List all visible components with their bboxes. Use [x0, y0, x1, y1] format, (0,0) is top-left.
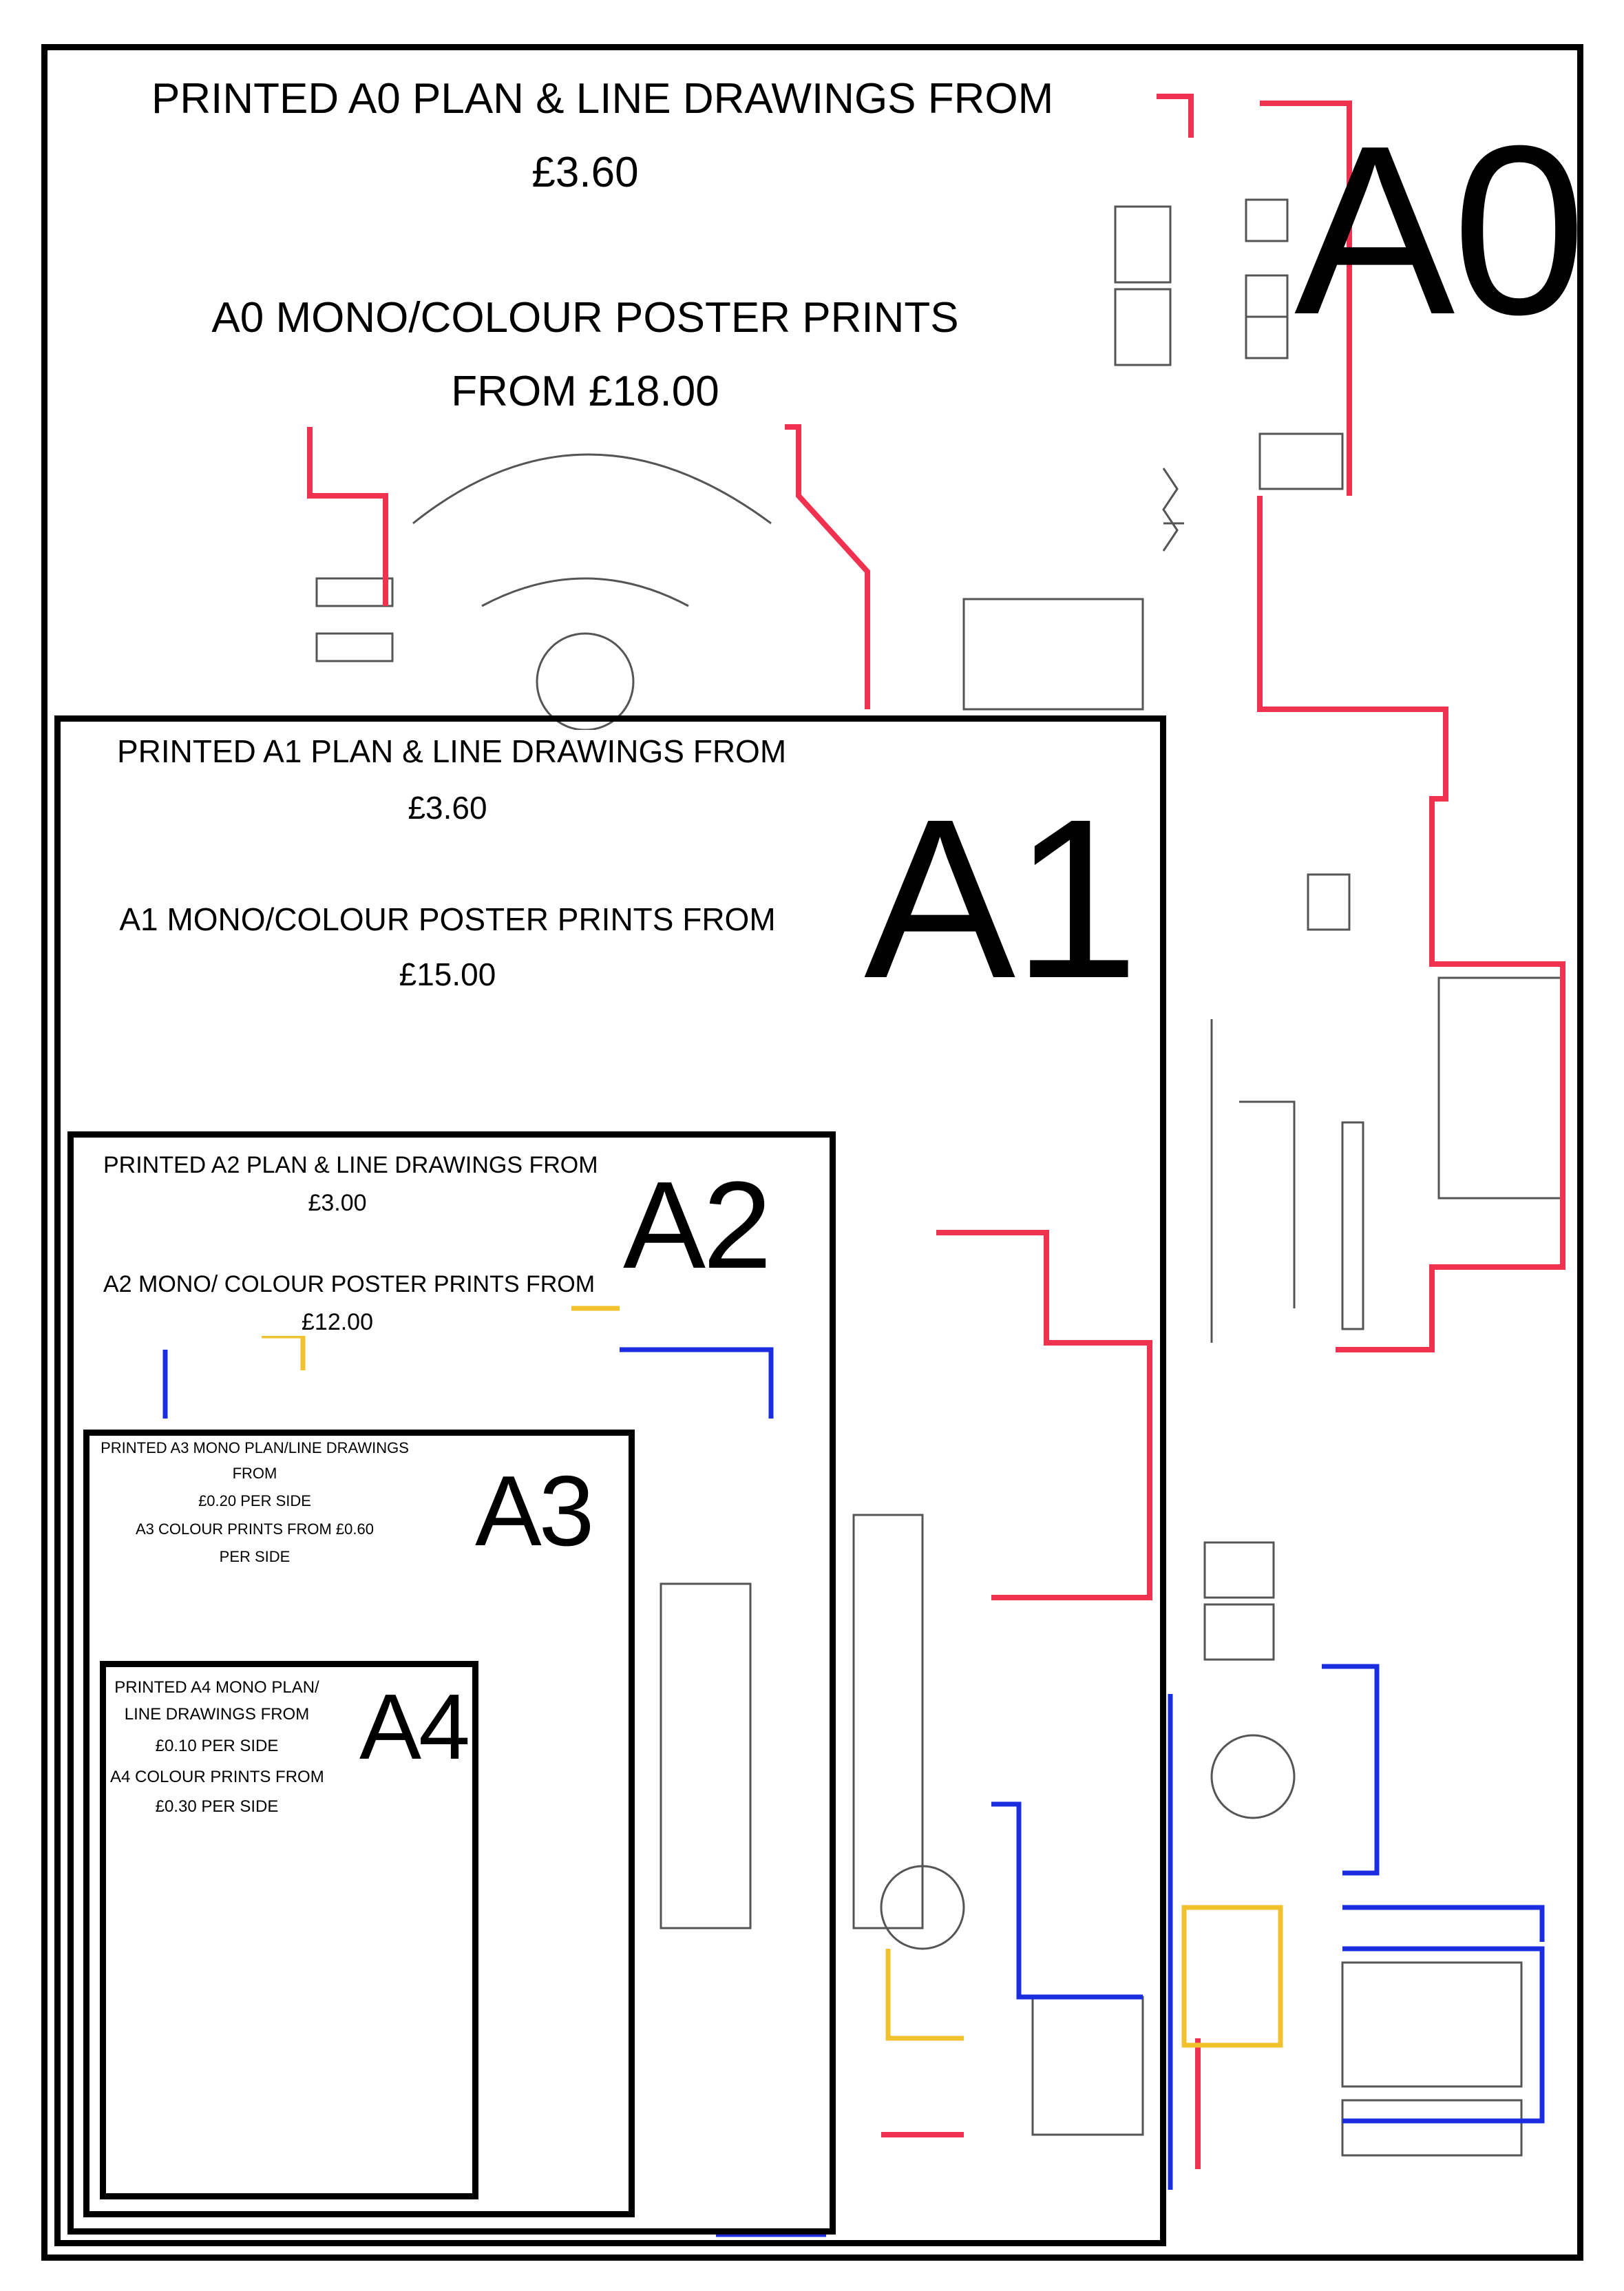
a3-line-5: PER SIDE [219, 1548, 291, 1565]
a0-line-4: FROM £18.00 [451, 368, 719, 415]
a2-size-label: A2 [623, 1156, 772, 1295]
a4-size-label: A4 [359, 1675, 470, 1779]
a3-frame [83, 1430, 635, 2217]
a0-frame [41, 44, 1583, 2261]
a1-line-2: £3.60 [408, 790, 487, 826]
a1-line-1: PRINTED A1 PLAN & LINE DRAWINGS FROM [117, 733, 787, 769]
a1-frame [54, 715, 1166, 2246]
a4-line-1: PRINTED A4 MONO PLAN/ [114, 1678, 319, 1697]
a4-line-4: A4 COLOUR PRINTS FROM [110, 1768, 324, 1786]
a0-line-2: £3.60 [531, 149, 639, 196]
a2-line-1: PRINTED A2 PLAN & LINE DRAWINGS FROM [103, 1152, 598, 1178]
a3-price-block: PRINTED A3 MONO PLAN/LINE DRAWINGS FROM … [93, 1438, 416, 1569]
a2-price-block: PRINTED A2 PLAN & LINE DRAWINGS FROM £3.… [103, 1150, 598, 1336]
a1-price-block: PRINTED A1 PLAN & LINE DRAWINGS FROM £3.… [117, 730, 787, 998]
a0-price-block: PRINTED A0 PLAN & LINE DRAWINGS FROM £3.… [151, 74, 1054, 419]
a4-line-3: £0.10 PER SIDE [155, 1737, 279, 1755]
a4-line-5: £0.30 PER SIDE [155, 1797, 279, 1816]
a4-frame [100, 1661, 478, 2199]
a4-price-block: PRINTED A4 MONO PLAN/ LINE DRAWINGS FROM… [110, 1677, 324, 1821]
a3-size-label: A3 [475, 1455, 594, 1567]
a3-line-3: £0.20 PER SIDE [198, 1492, 311, 1509]
a0-line-3: A0 MONO/COLOUR POSTER PRINTS [211, 294, 959, 342]
a3-line-1: PRINTED A3 MONO PLAN/LINE DRAWINGS [101, 1439, 409, 1456]
a3-line-2: FROM [232, 1465, 277, 1482]
a0-size-label: A0 [1294, 96, 1586, 365]
a1-line-4: £15.00 [399, 956, 496, 992]
a3-line-4: A3 COLOUR PRINTS FROM £0.60 [136, 1520, 374, 1538]
a2-line-3: A2 MONO/ COLOUR POSTER PRINTS FROM [103, 1271, 595, 1297]
a1-size-label: A1 [864, 771, 1139, 1025]
a1-line-3: A1 MONO/COLOUR POSTER PRINTS FROM [119, 901, 776, 937]
a0-line-1: PRINTED A0 PLAN & LINE DRAWINGS FROM [151, 75, 1054, 123]
a2-frame [67, 1131, 836, 2235]
a4-line-2: LINE DRAWINGS FROM [124, 1705, 310, 1724]
a2-line-2: £3.00 [308, 1190, 367, 1216]
a2-line-4: £12.00 [302, 1309, 373, 1335]
